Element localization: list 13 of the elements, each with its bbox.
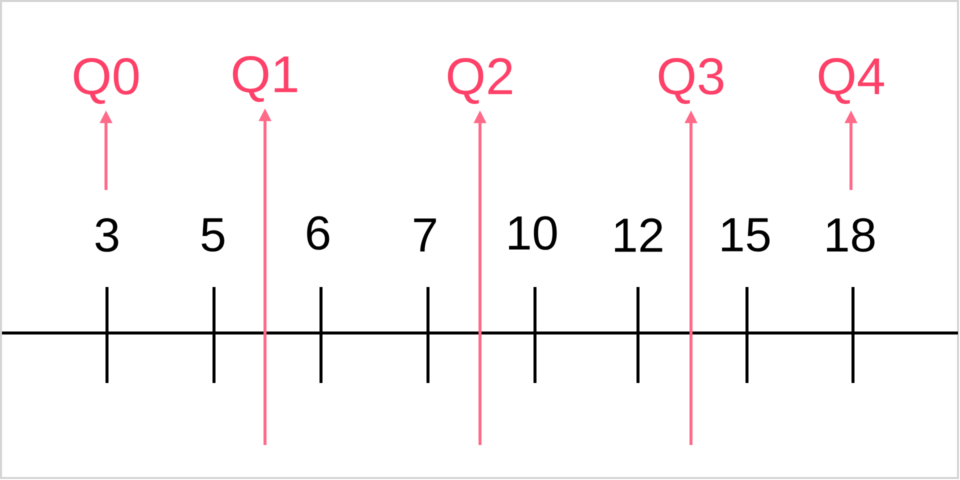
quartile-label: Q3 xyxy=(658,58,724,104)
number-label: 10 xyxy=(509,216,557,250)
number-label: 18 xyxy=(827,218,874,252)
quartile-label: Q2 xyxy=(448,58,512,104)
quartile-label: Q1 xyxy=(232,56,298,102)
number-label: 7 xyxy=(414,218,436,252)
quartile-label: Q0 xyxy=(74,58,139,104)
number-label: 3 xyxy=(96,218,118,252)
number-label: 12 xyxy=(615,218,662,252)
number-label: 6 xyxy=(307,216,330,250)
number-label: 15 xyxy=(722,218,770,252)
number-label: 5 xyxy=(202,218,224,252)
quartile-label: Q4 xyxy=(818,58,884,104)
